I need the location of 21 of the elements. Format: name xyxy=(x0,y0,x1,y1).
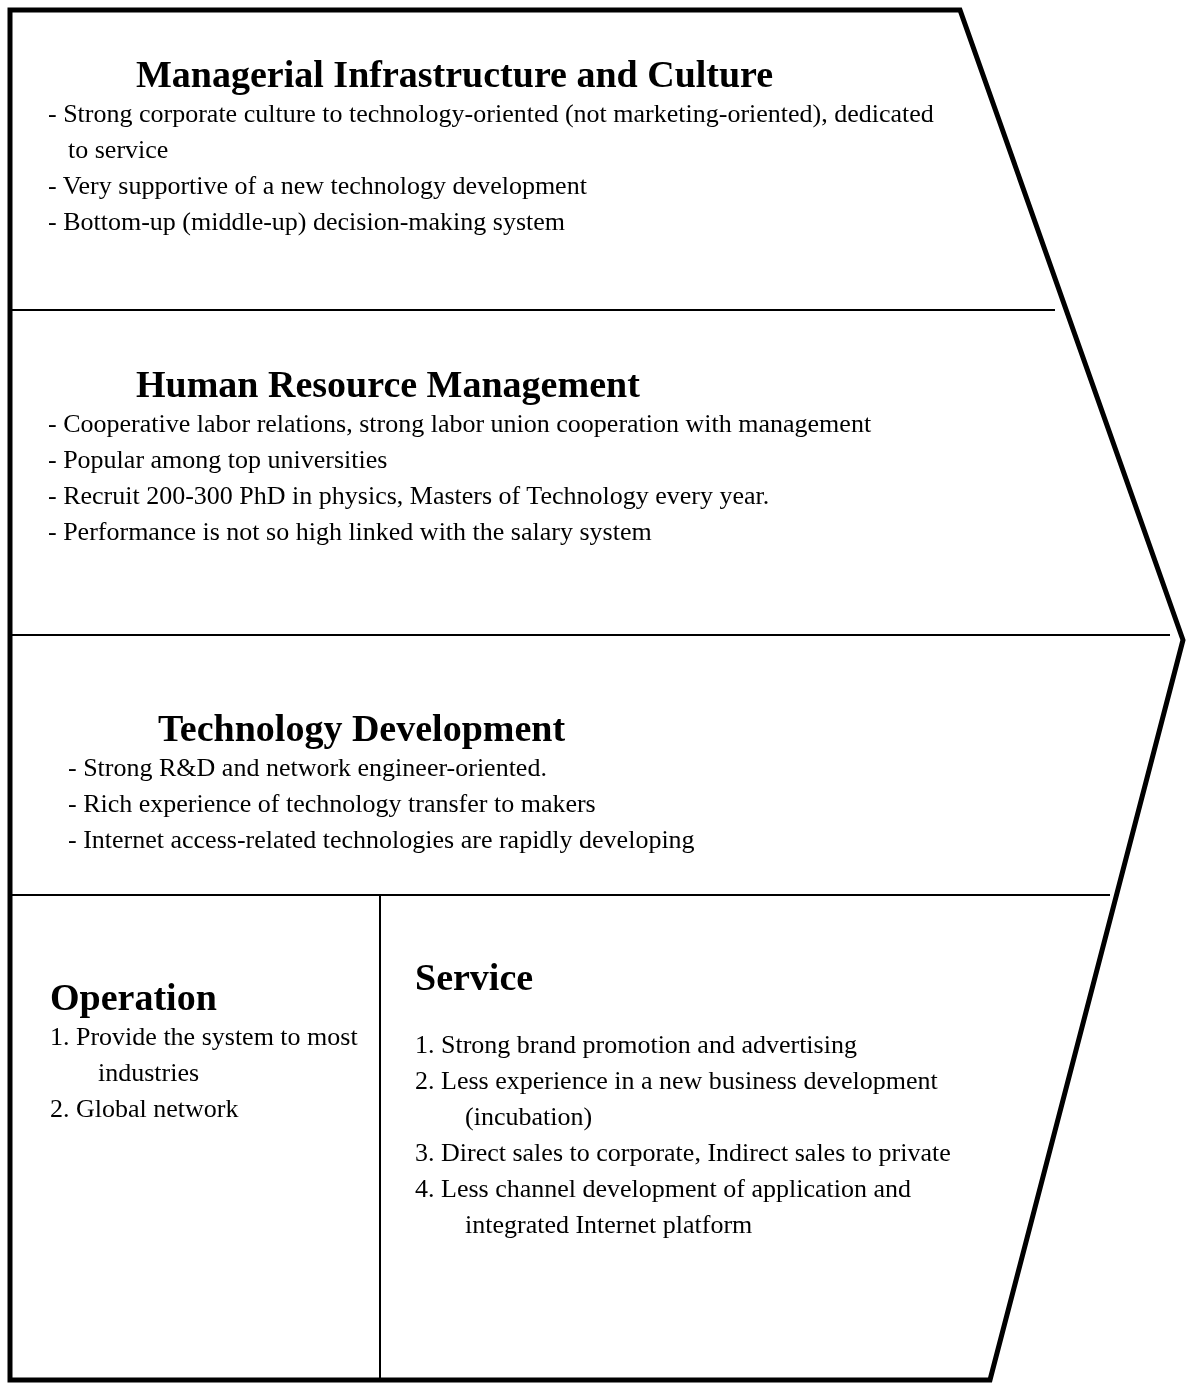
bullet-item: - Very supportive of a new technology development xyxy=(48,170,588,202)
section-heading: Operation xyxy=(50,975,217,1019)
numbered-item: 3. Direct sales to corporate, Indirect sales to private xyxy=(415,1137,952,1169)
section-heading: Human Resource Management xyxy=(136,362,640,406)
numbered-item: 4. Less channel development of application and integrated Internet platform xyxy=(415,1173,912,1241)
bullet-item: - Popular among top universities xyxy=(48,444,389,476)
section-heading: Managerial Infrastructure and Culture xyxy=(136,52,774,96)
bullet-item: - Rich experience of technology transfer to makers xyxy=(68,788,597,820)
section-heading: Technology Development xyxy=(158,706,566,750)
bullet-item: - Cooperative labor relations, strong labor union cooperation with management xyxy=(48,408,873,440)
numbered-item: 1. Strong brand promotion and advertising xyxy=(415,1029,858,1061)
numbered-item: 1. Provide the system to most industries xyxy=(50,1021,359,1089)
bullet-item: - Performance is not so high linked with the salary system xyxy=(48,516,653,548)
numbered-item: 2. Less experience in a new business development (incubation) xyxy=(415,1065,939,1133)
bullet-item: - Bottom-up (middle-up) decision-making system xyxy=(48,206,567,238)
bullet-item: - Recruit 200-300 PhD in physics, Masters of Technology every year. xyxy=(48,480,771,512)
bullet-item: - Internet access-related technologies are rapidly developing xyxy=(68,824,696,856)
section-heading: Service xyxy=(415,955,534,999)
bullet-item: - Strong corporate culture to technology-oriented (not marketing-oriented), dedicated to service xyxy=(48,98,935,166)
bullet-item: - Strong R&D and network engineer-oriented. xyxy=(68,752,548,784)
numbered-item: 2. Global network xyxy=(50,1093,240,1125)
